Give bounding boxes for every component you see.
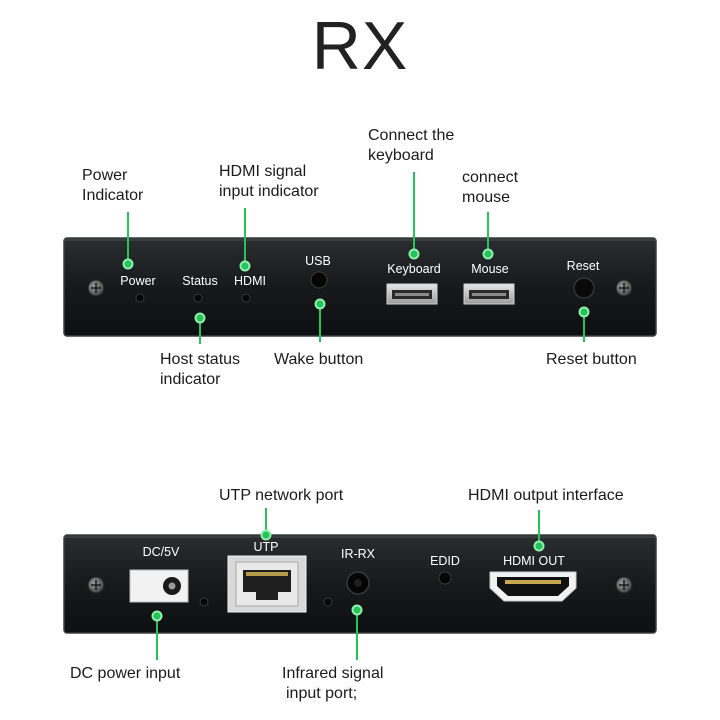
mouse-usb-port [463, 283, 515, 305]
dot-wake [314, 298, 326, 310]
hdmi-out-label: HDMI OUT [503, 554, 565, 568]
callout-reset-line1: Reset button [546, 351, 637, 368]
screw-right-icon [615, 279, 633, 297]
dot-infrared [351, 604, 363, 616]
dot-host-status [194, 312, 206, 324]
keyboard-usb-port [386, 283, 438, 305]
keyboard-label: Keyboard [387, 262, 441, 276]
hdmi-out-port [489, 571, 577, 602]
callout-hdmi-line2: input indicator [219, 183, 319, 200]
dot-dc [151, 610, 163, 622]
rear-screw-left-icon [87, 576, 105, 594]
dot-mouse [482, 248, 494, 260]
callout-connect-mouse: connect mouse [462, 168, 518, 208]
callout-hdmi-signal: HDMI signal input indicator [219, 162, 319, 202]
power-indicator-led [135, 293, 145, 303]
callout-hdmi-line1: HDMI signal [219, 163, 307, 180]
status-label: Status [182, 274, 217, 288]
rear-panel: DC/5V UTP IR-RX EDID HDMI OUT [63, 534, 657, 634]
callout-hdmi-out-line1: HDMI output interface [468, 487, 624, 504]
diagram-title: RX [311, 8, 409, 84]
front-panel-body [63, 237, 657, 337]
rear-led-left [199, 597, 209, 607]
dot-hdmi-out [533, 540, 545, 552]
dot-hdmi-signal [239, 260, 251, 272]
callout-ir-line1: Infrared signal [282, 665, 384, 682]
callout-power-line2: Indicator [82, 187, 144, 204]
dot-reset [578, 306, 590, 318]
hdmi-indicator-led [241, 293, 251, 303]
callout-host-line2: indicator [160, 371, 221, 388]
callout-power-indicator: Power Indicator [82, 166, 143, 206]
usb-label: USB [305, 254, 331, 268]
dot-keyboard [408, 248, 420, 260]
callout-utp-line1: UTP network port [219, 487, 344, 504]
wake-button-hole [310, 271, 328, 289]
callout-utp-port: UTP network port [219, 486, 343, 506]
mouse-label: Mouse [471, 262, 509, 276]
callout-wake-line1: Wake button [274, 351, 364, 368]
dc-power-jack [129, 569, 189, 603]
callout-host-status: Host status indicator [160, 350, 240, 390]
dc-label: DC/5V [143, 545, 180, 559]
callout-keyboard-line1: Connect the [368, 127, 455, 144]
front-leader-dots [122, 248, 590, 324]
status-indicator-led [193, 293, 203, 303]
callout-host-line1: Host status [160, 351, 241, 368]
callout-keyboard-line2: keyboard [368, 147, 434, 164]
screw-left-icon [87, 279, 105, 297]
rear-leader-dots [151, 529, 545, 622]
dot-power [122, 258, 134, 270]
callout-hdmi-output: HDMI output interface [468, 486, 624, 506]
hdmi-label: HDMI [234, 274, 266, 288]
reset-label: Reset [567, 259, 600, 273]
front-leader-lines [127, 172, 585, 344]
utp-rj45-port [227, 555, 307, 613]
power-label: Power [120, 274, 155, 288]
callout-dc-power: DC power input [70, 664, 180, 684]
callout-connect-keyboard: Connect the keyboard [368, 126, 454, 166]
callout-dc-line1: DC power input [70, 665, 181, 682]
edid-label: EDID [430, 554, 460, 568]
callout-power-line1: Power [82, 167, 128, 184]
callout-reset-button: Reset button [546, 350, 637, 370]
callout-mouse-line2: mouse [462, 189, 511, 206]
irrx-port-center [354, 579, 362, 587]
utp-label: UTP [254, 540, 279, 554]
front-panel: Power Status HDMI USB Keyboard Mouse Res… [63, 237, 657, 337]
irrx-label: IR-RX [341, 547, 376, 561]
callout-mouse-line1: connect [462, 169, 519, 186]
dot-utp [260, 529, 272, 541]
rear-screw-right-icon [615, 576, 633, 594]
callout-wake-button: Wake button [274, 350, 363, 370]
callout-ir-line2: input port; [286, 685, 358, 702]
rear-led-middle [323, 597, 333, 607]
callout-infrared: Infrared signal input port; [282, 664, 383, 704]
reset-button-hole [573, 277, 595, 299]
edid-button [438, 571, 452, 585]
